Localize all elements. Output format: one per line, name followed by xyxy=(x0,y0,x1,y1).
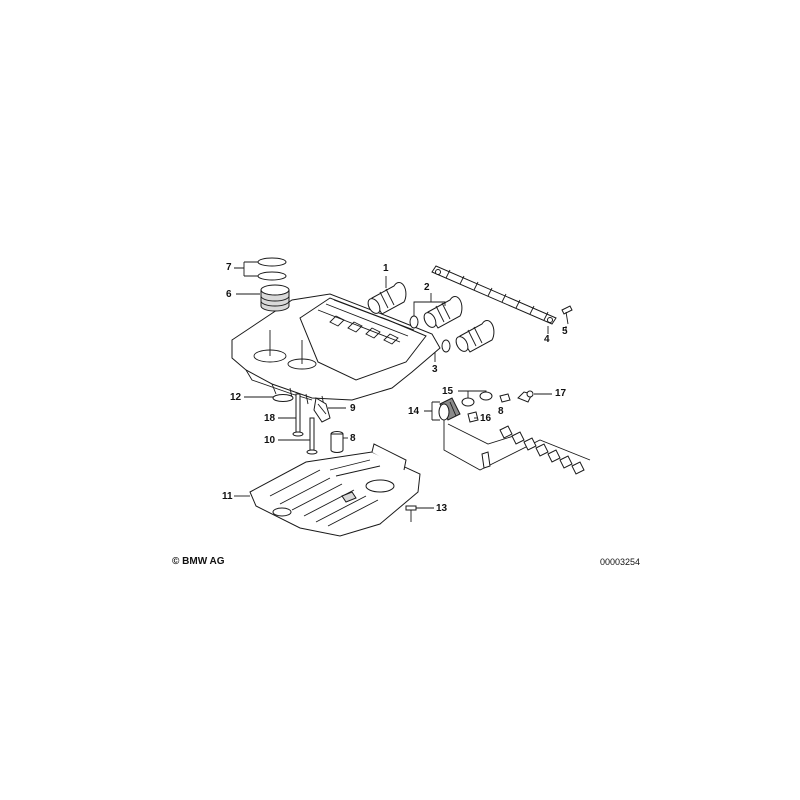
callout-7: 7 xyxy=(226,262,232,273)
callout-8: 8 xyxy=(350,433,356,444)
bushing-6 xyxy=(260,284,290,312)
o-rings-15 xyxy=(461,391,493,407)
callout-2: 2 xyxy=(424,282,430,293)
leader-lines xyxy=(234,261,567,509)
screw-13 xyxy=(405,505,417,522)
plug-16 xyxy=(467,411,479,423)
callout-1: 1 xyxy=(383,263,389,274)
bolt-18 xyxy=(292,393,304,437)
o-ring-12 xyxy=(272,394,294,402)
bracket-9 xyxy=(313,397,331,423)
callout-13: 13 xyxy=(436,503,448,514)
sensor-17 xyxy=(517,390,534,403)
sleeve-8-harness xyxy=(499,393,511,403)
solenoid-valve-3 xyxy=(441,319,495,353)
callout-5: 5 xyxy=(562,326,568,337)
callout-17: 17 xyxy=(555,388,567,399)
callout-15: 15 xyxy=(442,386,454,397)
o-rings-7 xyxy=(257,257,287,281)
wiring-harness xyxy=(443,420,591,475)
callout-9: 9 xyxy=(350,403,356,414)
retainer-plate-4 xyxy=(431,265,557,325)
valve-body-housing xyxy=(231,293,441,407)
callout-12: 12 xyxy=(230,392,242,403)
figure-number: 00003254 xyxy=(600,557,641,567)
solenoid-valve-1 xyxy=(367,281,407,315)
bolt-10 xyxy=(306,417,318,455)
connector-14 xyxy=(438,397,461,421)
callout-8-harness: 8 xyxy=(498,406,504,417)
oil-filter-11 xyxy=(249,443,421,537)
screw-5 xyxy=(561,305,573,325)
callout-11: 11 xyxy=(222,491,233,502)
callout-18: 18 xyxy=(264,413,276,424)
callout-16: 16 xyxy=(480,413,492,424)
callout-4: 4 xyxy=(544,334,550,345)
callout-10: 10 xyxy=(264,435,276,446)
sleeve-8 xyxy=(330,431,344,453)
callout-6: 6 xyxy=(226,289,232,300)
solenoid-valve-2 xyxy=(409,295,463,329)
callout-3: 3 xyxy=(432,364,438,375)
copyright-notice: © BMW AG xyxy=(172,556,225,567)
callout-14: 14 xyxy=(408,406,420,417)
